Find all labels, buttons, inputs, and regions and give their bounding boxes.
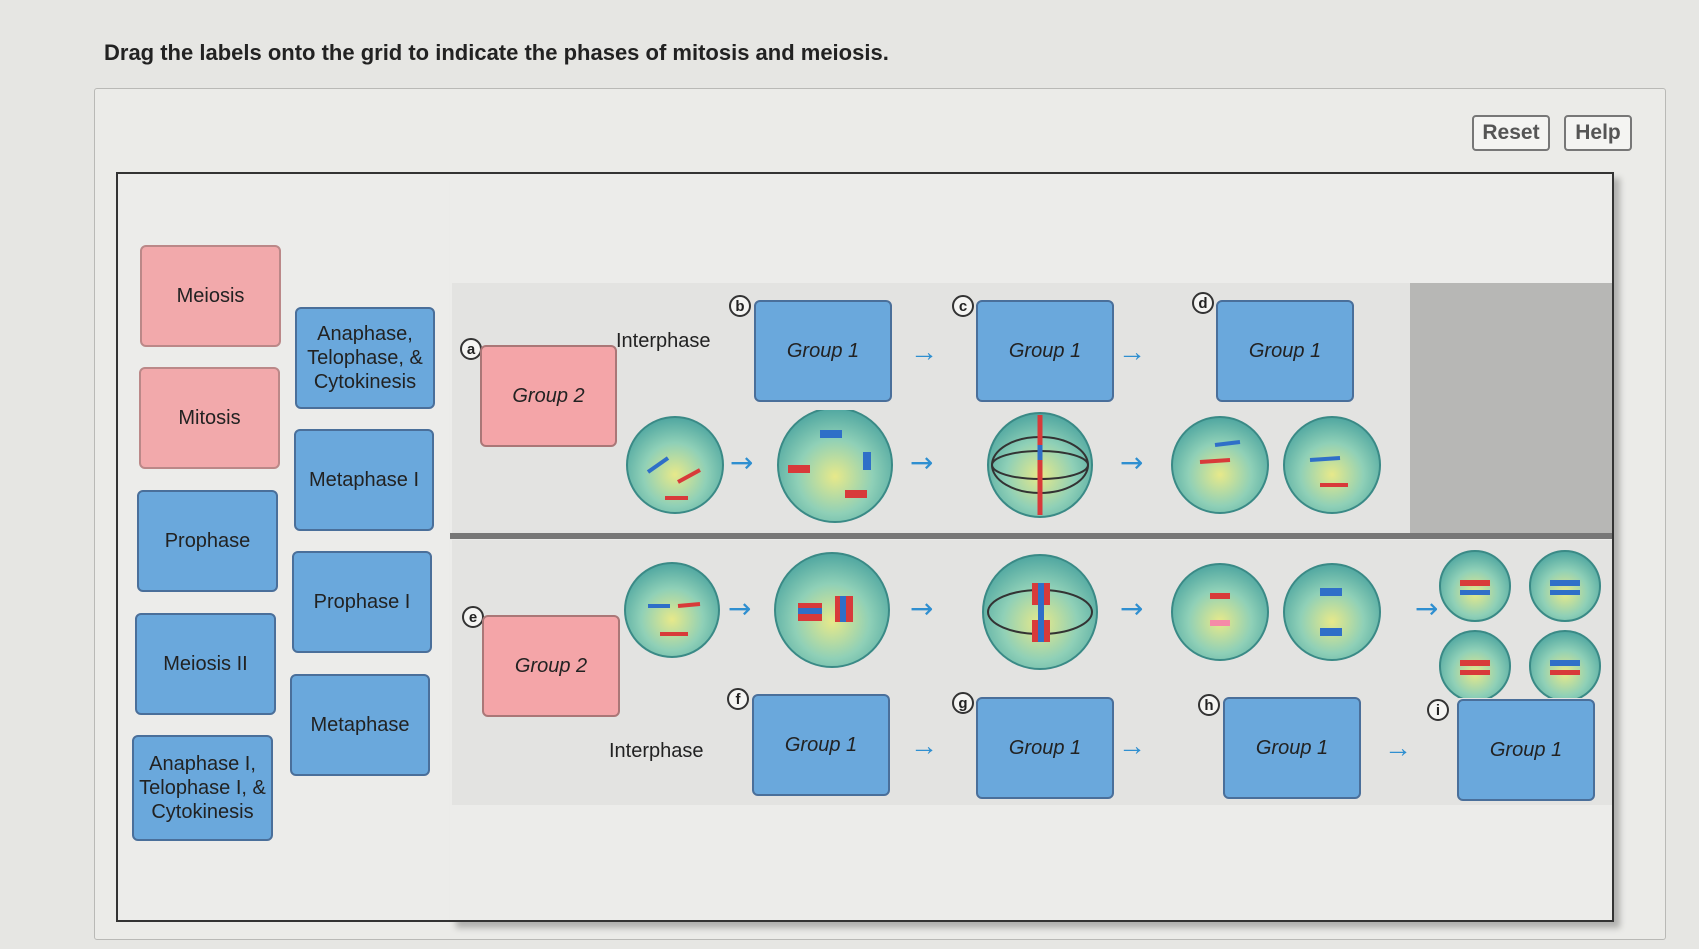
target-g[interactable]: Group 1 <box>976 697 1114 799</box>
interphase-cell-icon <box>626 416 724 514</box>
meiosis-ii-product-cell-icon <box>1529 630 1601 698</box>
arrow-icon: → <box>1120 446 1143 479</box>
meiosis-ii-product-cell-icon <box>1529 550 1601 622</box>
arrow-icon: → <box>910 336 938 367</box>
arrow-icon: → <box>910 730 938 761</box>
reset-button[interactable]: Reset <box>1472 115 1550 151</box>
interphase-label-bottom: Interphase <box>609 740 704 762</box>
label-mitosis[interactable]: Mitosis <box>139 367 280 469</box>
meiosis-ii-product-cell-icon <box>1439 630 1511 698</box>
arrow-icon: → <box>730 446 753 479</box>
label-prophase-i[interactable]: Prophase I <box>292 551 432 653</box>
meiosis-i-daughter-cell-icon <box>1171 563 1269 661</box>
target-letter-e: e <box>462 606 484 628</box>
arrow-icon: → <box>1118 336 1146 367</box>
metaphase-i-cell-icon <box>982 554 1098 670</box>
unused-grid-cell <box>1410 283 1612 537</box>
label-metaphase[interactable]: Metaphase <box>290 674 430 776</box>
label-metaphase-i[interactable]: Metaphase I <box>294 429 434 531</box>
target-d[interactable]: Group 1 <box>1216 300 1354 402</box>
target-letter-h: h <box>1198 694 1220 716</box>
target-letter-d: d <box>1192 292 1214 314</box>
target-f[interactable]: Group 1 <box>752 694 890 796</box>
label-meiosis[interactable]: Meiosis <box>140 245 281 347</box>
target-b[interactable]: Group 1 <box>754 300 892 402</box>
target-letter-g: g <box>952 692 974 714</box>
label-anaphase-i-telophase-i-cytokinesis[interactable]: Anaphase I, Telophase I, & Cytokinesis <box>132 735 273 841</box>
target-letter-f: f <box>727 688 749 710</box>
instructions: Drag the labels onto the grid to indicat… <box>104 40 889 65</box>
label-anaphase-telophase-cytokinesis[interactable]: Anaphase, Telophase, & Cytokinesis <box>295 307 435 409</box>
arrow-icon: → <box>910 592 933 625</box>
target-letter-i: i <box>1427 699 1449 721</box>
target-letter-a: a <box>460 338 482 360</box>
target-h[interactable]: Group 1 <box>1223 697 1361 799</box>
target-letter-c: c <box>952 295 974 317</box>
arrow-icon: → <box>1118 730 1146 761</box>
row-divider <box>450 533 1612 539</box>
label-meiosis-ii[interactable]: Meiosis II <box>135 613 276 715</box>
target-c[interactable]: Group 1 <box>976 300 1114 402</box>
target-letter-b: b <box>729 295 751 317</box>
arrow-icon: → <box>1384 732 1412 763</box>
interphase-cell-icon <box>624 562 720 658</box>
arrow-icon: → <box>1415 592 1438 625</box>
arrow-icon: → <box>728 592 751 625</box>
arrow-icon: → <box>1120 592 1143 625</box>
prophase-i-cell-icon <box>774 552 890 668</box>
target-e[interactable]: Group 2 <box>482 615 620 717</box>
prophase-cell-icon <box>777 410 893 523</box>
meiosis-ii-product-cell-icon <box>1439 550 1511 622</box>
arrow-icon: → <box>910 446 933 479</box>
meiosis-cell-diagrams: → → → → <box>624 550 1601 698</box>
interphase-label-top: Interphase <box>616 330 711 352</box>
mitosis-cell-diagrams: → → → <box>626 410 1381 523</box>
metaphase-cell-icon <box>987 412 1093 518</box>
meiosis-i-daughter-cell-icon <box>1283 563 1381 661</box>
label-prophase[interactable]: Prophase <box>137 490 278 592</box>
help-button[interactable]: Help <box>1564 115 1632 151</box>
daughter-cell-icon <box>1171 416 1269 514</box>
daughter-cell-icon <box>1283 416 1381 514</box>
target-a[interactable]: Group 2 <box>480 345 617 447</box>
target-i[interactable]: Group 1 <box>1457 699 1595 801</box>
